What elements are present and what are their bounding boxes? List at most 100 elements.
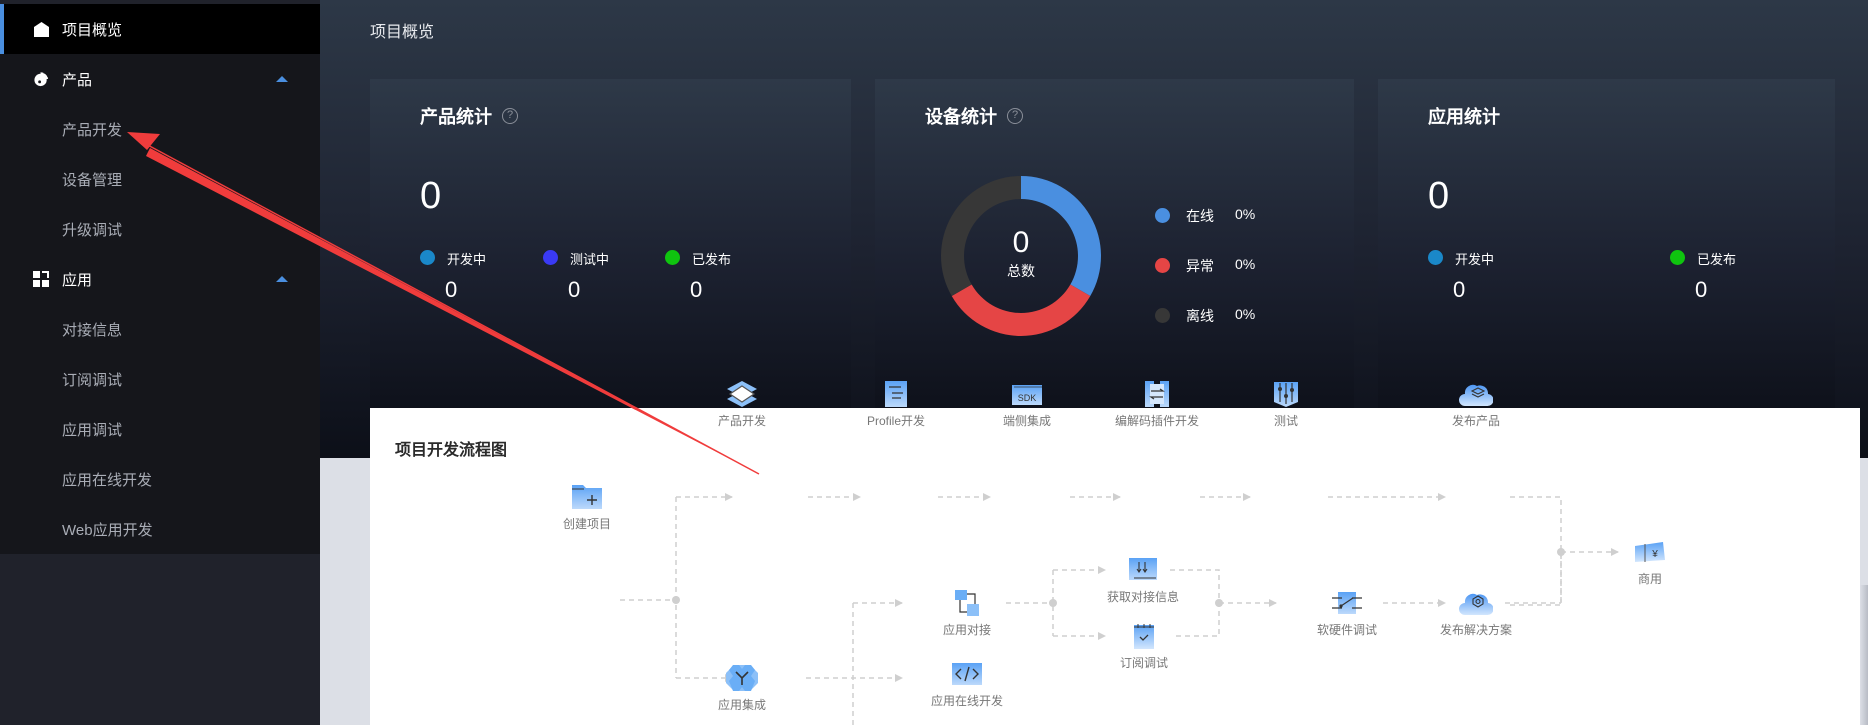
- flow-panel: 项目开发流程图: [370, 381, 1860, 725]
- document-icon: [879, 380, 913, 408]
- sidebar-item-label: 产品: [62, 71, 93, 89]
- legend-value: 0: [1453, 277, 1466, 302]
- flow-node-profile-dev[interactable]: Profile开发: [836, 380, 956, 429]
- download-info-icon: [1126, 556, 1160, 584]
- layers-icon: [725, 380, 759, 408]
- sidebar-item-upgrade-debug[interactable]: 升级调试: [0, 204, 320, 254]
- node-label: 测试: [1273, 414, 1298, 428]
- node-label: 创建项目: [562, 517, 611, 531]
- sidebar-item-app-debug[interactable]: 应用调试: [0, 404, 320, 454]
- legend-percent: 0%: [1235, 206, 1256, 222]
- integration-icon: [725, 664, 759, 692]
- switch-icon: [1330, 589, 1364, 617]
- legend-value: 0: [445, 277, 458, 302]
- device-total: 0: [1012, 226, 1030, 259]
- sidebar-item-web-app-dev[interactable]: Web应用开发: [0, 504, 320, 554]
- flow-node-create-project[interactable]: 创建项目: [527, 483, 647, 532]
- flow-node-app-integration[interactable]: 应用集成: [682, 664, 802, 713]
- node-label: 软硬件调试: [1316, 623, 1377, 637]
- legend-value: 0: [1695, 277, 1708, 302]
- code-icon: [950, 660, 984, 688]
- sidebar-item-project-overview[interactable]: 项目概览: [0, 4, 320, 54]
- sidebar-menu: 项目概览 产品 产品开发 设备管理 升级调试 应用 对接信息: [0, 4, 320, 554]
- status-dot-icon: [665, 250, 680, 265]
- flow-node-hw-sw-debug[interactable]: 软硬件调试: [1287, 589, 1407, 638]
- node-label: 发布解决方案: [1439, 623, 1512, 637]
- product-stats-card: 产品统计 ? 0 开发中 0 测试中 0 已发布 0: [370, 79, 851, 419]
- cloud-gear-icon: [1459, 589, 1494, 617]
- chevron-up-icon[interactable]: [276, 76, 288, 82]
- chevron-up-icon[interactable]: [276, 276, 288, 282]
- page-title: 项目概览: [370, 24, 435, 41]
- help-icon[interactable]: ?: [502, 108, 518, 124]
- node-label: 端侧集成: [1002, 414, 1051, 428]
- legend-label: 已发布: [1697, 252, 1737, 267]
- flow-node-app-online-dev[interactable]: 应用在线开发: [907, 660, 1027, 709]
- flow-node-commercial[interactable]: ¥ 商用: [1590, 538, 1710, 587]
- flow-node-test[interactable]: 测试: [1226, 380, 1346, 429]
- node-label: 应用集成: [717, 698, 766, 712]
- node-label: 商用: [1637, 572, 1662, 586]
- flow-node-app-connect[interactable]: 应用对接: [907, 589, 1027, 638]
- sidebar-item-device-management[interactable]: 设备管理: [0, 154, 320, 204]
- sidebar-item-product[interactable]: 产品: [0, 54, 320, 104]
- flow-node-codec-dev[interactable]: 编解码插件开发: [1097, 380, 1217, 429]
- node-label: 获取对接信息: [1106, 590, 1179, 604]
- sidebar-item-label: 项目概览: [62, 21, 123, 39]
- sidebar-item-label: 产品开发: [62, 121, 123, 139]
- sidebar-item-product-dev[interactable]: 产品开发: [0, 104, 320, 154]
- card-title-text: 应用统计: [1428, 107, 1500, 127]
- legend-percent: 0%: [1235, 256, 1256, 272]
- sidebar-item-label: 对接信息: [62, 321, 123, 339]
- sidebar-item-label: 应用在线开发: [62, 471, 153, 489]
- folder-add-icon: [570, 483, 604, 511]
- sidebar-item-label: Web应用开发: [62, 521, 153, 539]
- status-dot-icon: [1155, 258, 1170, 273]
- legend-label: 离线: [1186, 308, 1214, 324]
- device-donut-chart: 0 总数: [940, 175, 1102, 337]
- device-total-label: 总数: [1007, 263, 1035, 279]
- card-title-text: 设备统计: [925, 107, 997, 127]
- sidebar-item-label: 应用: [62, 271, 93, 289]
- donut-center: 0 总数: [940, 175, 1102, 337]
- legend-label: 在线: [1186, 208, 1214, 224]
- sidebar-item-connect-info[interactable]: 对接信息: [0, 304, 320, 354]
- node-label: 订阅调试: [1119, 656, 1168, 670]
- connect-icon: [950, 589, 984, 617]
- flow-node-publish-product[interactable]: 发布产品: [1416, 380, 1536, 429]
- scrollbar[interactable]: [1860, 585, 1868, 725]
- sidebar-item-subscribe-debug[interactable]: 订阅调试: [0, 354, 320, 404]
- flow-node-device-sdk[interactable]: SDK 端侧集成: [967, 380, 1087, 429]
- cloud-layers-icon: [1459, 380, 1494, 408]
- legend-value: 0: [568, 277, 581, 302]
- status-dot-icon: [1155, 308, 1170, 323]
- status-dot-icon: [543, 250, 558, 265]
- legend-label: 开发中: [447, 252, 487, 267]
- flow-node-publish-solution[interactable]: 发布解决方案: [1416, 589, 1536, 638]
- card-title: 设备统计 ?: [925, 103, 1023, 129]
- help-icon[interactable]: ?: [1007, 108, 1023, 124]
- flow-node-get-connect-info[interactable]: 获取对接信息: [1083, 556, 1203, 605]
- product-total: 0: [420, 175, 442, 217]
- svg-text:SDK: SDK: [1018, 393, 1037, 403]
- legend-abnormal: 异常 0%: [1155, 255, 1275, 275]
- grid-icon: [33, 270, 50, 288]
- node-label: 应用对接: [942, 623, 991, 637]
- card-title-text: 产品统计: [420, 107, 492, 127]
- status-dot-icon: [1670, 250, 1685, 265]
- node-label: 应用在线开发: [930, 694, 1003, 708]
- legend-label: 异常: [1186, 258, 1214, 274]
- sidebar: 项目概览 产品 产品开发 设备管理 升级调试 应用 对接信息: [0, 0, 320, 725]
- sidebar-item-label: 升级调试: [62, 221, 123, 239]
- flow-node-subscribe-debug[interactable]: 订阅调试: [1084, 622, 1204, 671]
- sidebar-item-app-online-dev[interactable]: 应用在线开发: [0, 454, 320, 504]
- flow-node-product-dev[interactable]: 产品开发: [682, 380, 802, 429]
- device-stats-card: 设备统计 ? 0 总数 在线 0% 异常 0% 离线 0%: [875, 79, 1354, 419]
- codec-plugin-icon: [1140, 380, 1174, 408]
- home-icon: [33, 21, 50, 38]
- legend-value: 0: [690, 277, 703, 302]
- app-stats-card: 应用统计 0 开发中 0 已发布 0: [1378, 79, 1835, 419]
- sidebar-item-application[interactable]: 应用: [0, 254, 320, 304]
- sidebar-item-label: 应用调试: [62, 421, 123, 439]
- card-title: 应用统计: [1428, 103, 1500, 129]
